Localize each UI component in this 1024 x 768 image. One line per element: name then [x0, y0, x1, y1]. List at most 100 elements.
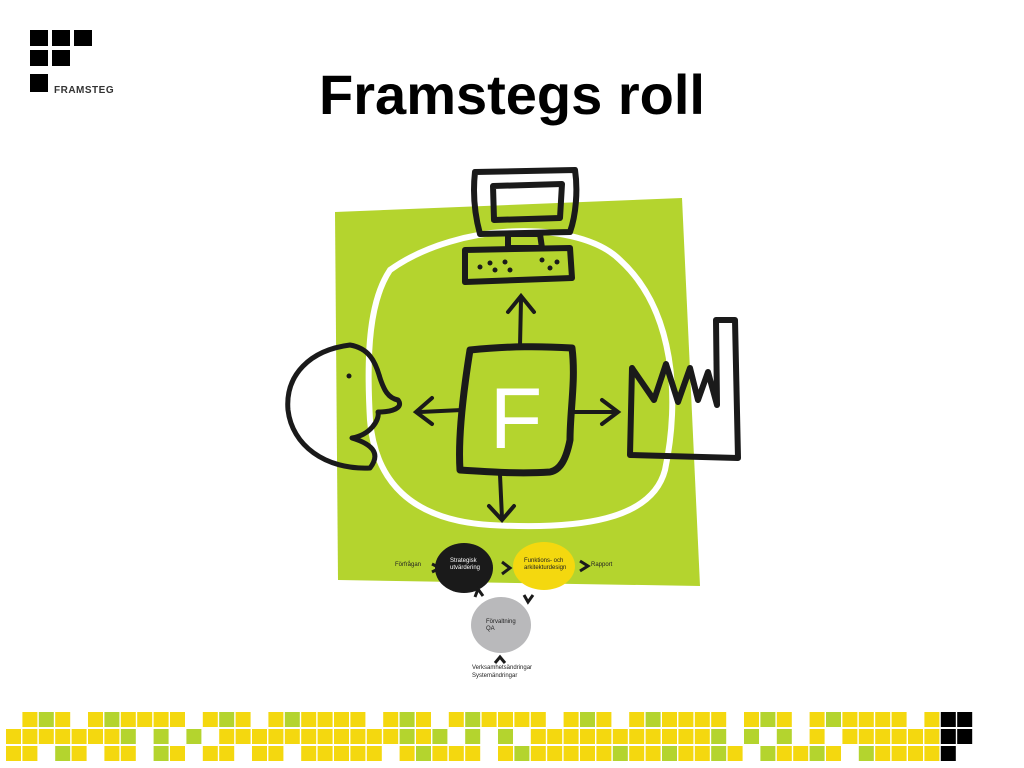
footer-square: [908, 729, 923, 744]
footer-square: [793, 746, 809, 761]
footer-square: [891, 746, 907, 761]
footer-square: [120, 746, 136, 761]
footer-square: [711, 729, 727, 744]
footer-square: [88, 712, 103, 727]
footer-square: [350, 712, 366, 727]
footer-square: [875, 712, 891, 727]
footer-square: [891, 729, 907, 744]
footer-square: [580, 712, 595, 727]
footer-square: [940, 729, 956, 744]
footer-square: [235, 712, 251, 727]
footer-square: [809, 729, 825, 744]
footer-square: [530, 746, 546, 761]
footer-square: [219, 712, 235, 727]
footer-square: [153, 729, 169, 744]
footer-square: [416, 729, 431, 744]
footer-square: [399, 746, 415, 761]
footer-square: [563, 746, 579, 761]
arrow-left: [412, 396, 464, 426]
face-icon: [285, 342, 402, 471]
footer-square: [350, 746, 366, 761]
footer-square: [186, 729, 202, 744]
footer-square: [481, 712, 497, 727]
footer-square: [662, 729, 677, 744]
computer-icon: [462, 167, 580, 285]
footer-square: [416, 746, 431, 761]
footer-square: [432, 746, 448, 761]
footer-square: [219, 746, 235, 761]
footer-square: [678, 746, 694, 761]
footer-square: [334, 712, 349, 727]
footer-square: [875, 729, 891, 744]
footer-square: [514, 712, 530, 727]
forvaltning-blob: [471, 597, 531, 653]
flow-arrow-2: [501, 560, 513, 576]
footer-square: [219, 729, 235, 744]
footer-square: [432, 729, 448, 744]
footer-square: [826, 746, 841, 761]
footer-square: [563, 729, 579, 744]
footer-square: [776, 746, 792, 761]
footer-square: [465, 712, 481, 727]
footer-square: [596, 712, 612, 727]
footer-square: [908, 746, 923, 761]
flow-arrow-5: [522, 594, 535, 605]
footer-square: [170, 746, 185, 761]
footer-square: [957, 729, 973, 744]
face-eye: [346, 373, 352, 379]
footer-square: [776, 729, 792, 744]
footer-square: [629, 746, 645, 761]
footer-square: [317, 746, 333, 761]
footer-square: [301, 712, 317, 727]
footer-square: [120, 729, 136, 744]
footer-square: [22, 712, 38, 727]
flow-arrow-6: [493, 654, 507, 664]
framsteg-f-box: F: [455, 343, 577, 477]
footer-square: [170, 712, 185, 727]
flow-step3-label: Förvaltning QA: [486, 619, 516, 632]
footer-square: [530, 712, 546, 727]
footer-square: [678, 729, 694, 744]
footer-square: [612, 746, 628, 761]
footer-square: [252, 729, 267, 744]
center-letter: F: [490, 371, 543, 467]
footer-square: [235, 729, 251, 744]
footer-square: [547, 746, 563, 761]
footer-square: [120, 712, 136, 727]
footer-square: [580, 729, 595, 744]
footer-square: [334, 746, 349, 761]
footer-square: [88, 729, 103, 744]
footer-square: [22, 729, 38, 744]
footer-square: [465, 729, 481, 744]
keyboard-dots: [477, 257, 560, 273]
flow-step2-label: Funktions- och arkitekturdesign: [524, 558, 567, 571]
flow-arrow-4: [473, 585, 485, 598]
footer-square: [383, 712, 399, 727]
footer-square: [842, 712, 858, 727]
footer-square: [284, 712, 300, 727]
footer-square: [957, 712, 973, 727]
footer-square: [776, 712, 792, 727]
white-loop: [365, 228, 676, 530]
footer-square: [645, 729, 661, 744]
footer-square: [727, 746, 743, 761]
footer-square: [38, 729, 54, 744]
footer-square: [694, 746, 710, 761]
footer-square: [514, 746, 530, 761]
flow-bottom-label-2: Systemändringar: [472, 673, 518, 679]
page-title: Framstegs roll: [319, 63, 705, 126]
footer-square: [284, 729, 300, 744]
footer-square: [137, 712, 153, 727]
footer-square: [760, 746, 776, 761]
flow-input-label: Förfrågan: [395, 562, 422, 568]
footer-square: [744, 712, 759, 727]
footer-square: [71, 729, 87, 744]
footer-square: [858, 746, 874, 761]
arrow-right: [570, 398, 622, 426]
footer-square: [104, 746, 120, 761]
footer-square: [940, 712, 956, 727]
flow-arrow-3: [579, 559, 591, 573]
footer-square: [399, 729, 415, 744]
footer-square: [645, 712, 661, 727]
logo-text: FRAMSTEG: [54, 85, 115, 96]
